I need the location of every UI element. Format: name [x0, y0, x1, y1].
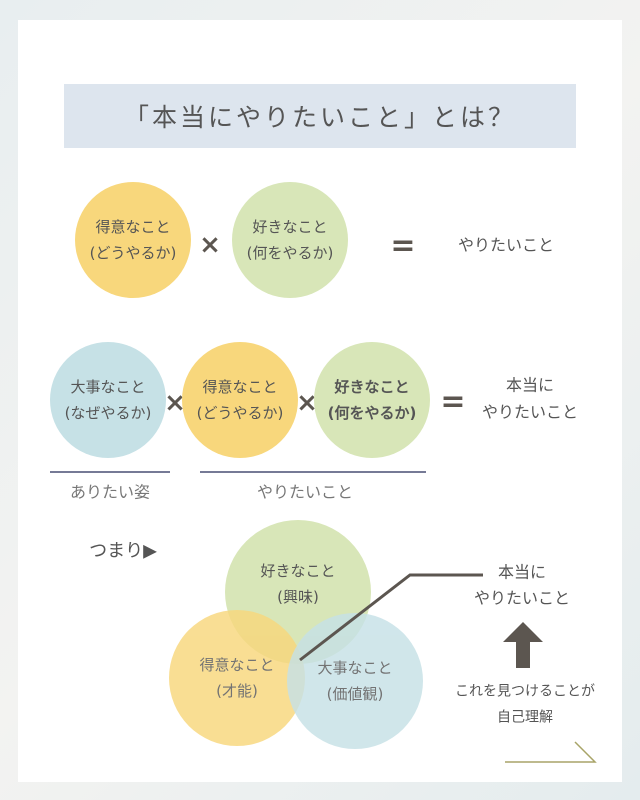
- circle-sublabel: (どうやるか): [196, 404, 284, 422]
- circle-like: 好きなこと (何をやるか): [314, 342, 430, 458]
- result-line1: 本当に: [505, 375, 555, 395]
- times-sign: ×: [164, 388, 186, 418]
- circle-label: 大事なこと: [70, 378, 146, 396]
- circle-sublabel: (興味): [277, 588, 319, 606]
- underline-left: [50, 471, 170, 473]
- page-title: 「本当にやりたいこと」とは？: [64, 84, 576, 148]
- circle-label: 大事なこと: [317, 659, 393, 677]
- equals-sign: =: [390, 228, 416, 264]
- circle-sublabel: (価値観): [326, 685, 384, 703]
- circle-sublabel: (なぜやるか): [64, 404, 152, 422]
- circle-value: 大事なこと (なぜやるか): [50, 342, 166, 458]
- circle-skill: 得意なこと (どうやるか): [75, 182, 191, 298]
- circle-label: 得意なこと: [199, 656, 275, 674]
- note-line2: 自己理解: [497, 709, 553, 726]
- circle-label: 好きなこと: [260, 562, 336, 580]
- result-text: やりたいこと: [457, 235, 555, 255]
- circle-label: 得意なこと: [202, 378, 278, 396]
- circle-label: 好きなこと: [334, 378, 410, 396]
- circle-label: 好きなこと: [252, 218, 328, 236]
- label-left: ありたい姿: [69, 482, 151, 502]
- circle-label: 得意なこと: [95, 218, 171, 236]
- circle-sublabel: (何をやるか): [246, 244, 334, 262]
- label-right: やりたいこと: [256, 482, 354, 502]
- venn-value: 大事なこと (価値観): [287, 613, 423, 749]
- circle-skill: 得意なこと (どうやるか): [182, 342, 298, 458]
- venn-skill: 得意なこと (才能): [169, 610, 305, 746]
- note-line1: これを見つけることが: [455, 683, 595, 700]
- circle-sublabel: (どうやるか): [89, 244, 177, 262]
- corner-deco-icon: [505, 741, 597, 763]
- callout-line2: やりたいこと: [473, 588, 571, 608]
- circle-sublabel: (何をやるか): [327, 404, 417, 422]
- callout-line1: 本当に: [497, 562, 547, 582]
- equals-sign: =: [440, 384, 466, 420]
- times-sign: ×: [296, 388, 318, 418]
- circle-sublabel: (才能): [216, 682, 258, 700]
- times-sign: ×: [199, 230, 221, 260]
- circle-like: 好きなこと (何をやるか): [232, 182, 348, 298]
- result-line2: やりたいこと: [481, 402, 579, 422]
- intro-text: つまり▶: [89, 540, 157, 562]
- arrow-up-icon: [503, 622, 543, 668]
- underline-right: [200, 471, 426, 473]
